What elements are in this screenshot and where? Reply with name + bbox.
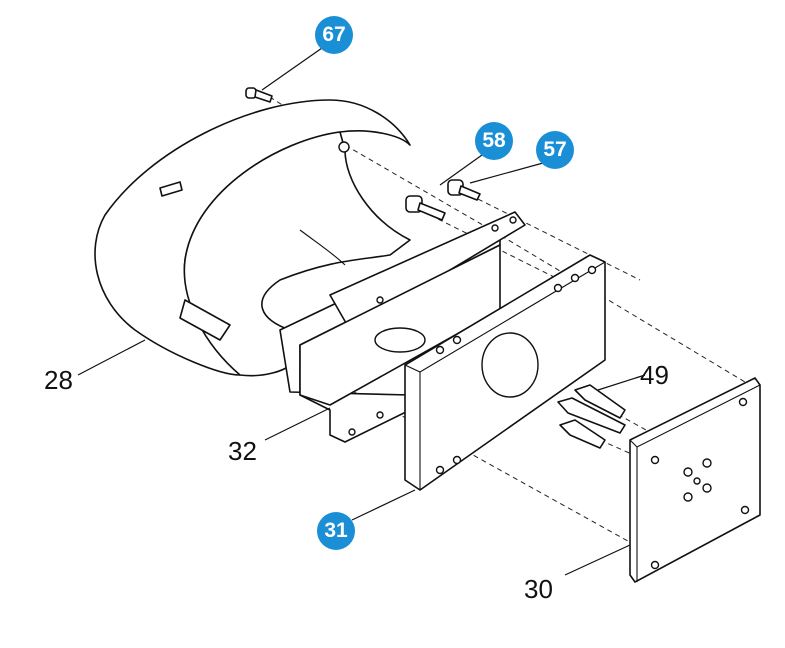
callout-badge-31: 31 — [317, 512, 355, 550]
callout-label-32: 32 — [228, 436, 257, 466]
callout-badge-58: 58 — [475, 122, 513, 160]
leader-lines — [77, 47, 646, 576]
callout-label-49: 49 — [640, 360, 669, 390]
callout-badge-57: 57 — [536, 131, 574, 169]
screw-part-58 — [405, 195, 446, 221]
bracket-part-32 — [279, 211, 526, 443]
screw-part-57 — [447, 179, 481, 201]
callout-badge-67: 67 — [315, 16, 353, 54]
screw-part-67 — [245, 87, 273, 103]
plate-part-31 — [404, 254, 606, 491]
plate-part-30 — [629, 377, 761, 583]
callout-label-30: 30 — [524, 574, 553, 604]
callout-label-28: 28 — [44, 365, 73, 395]
bolts-part-49 — [557, 384, 626, 449]
housing-part-28 — [94, 99, 411, 377]
